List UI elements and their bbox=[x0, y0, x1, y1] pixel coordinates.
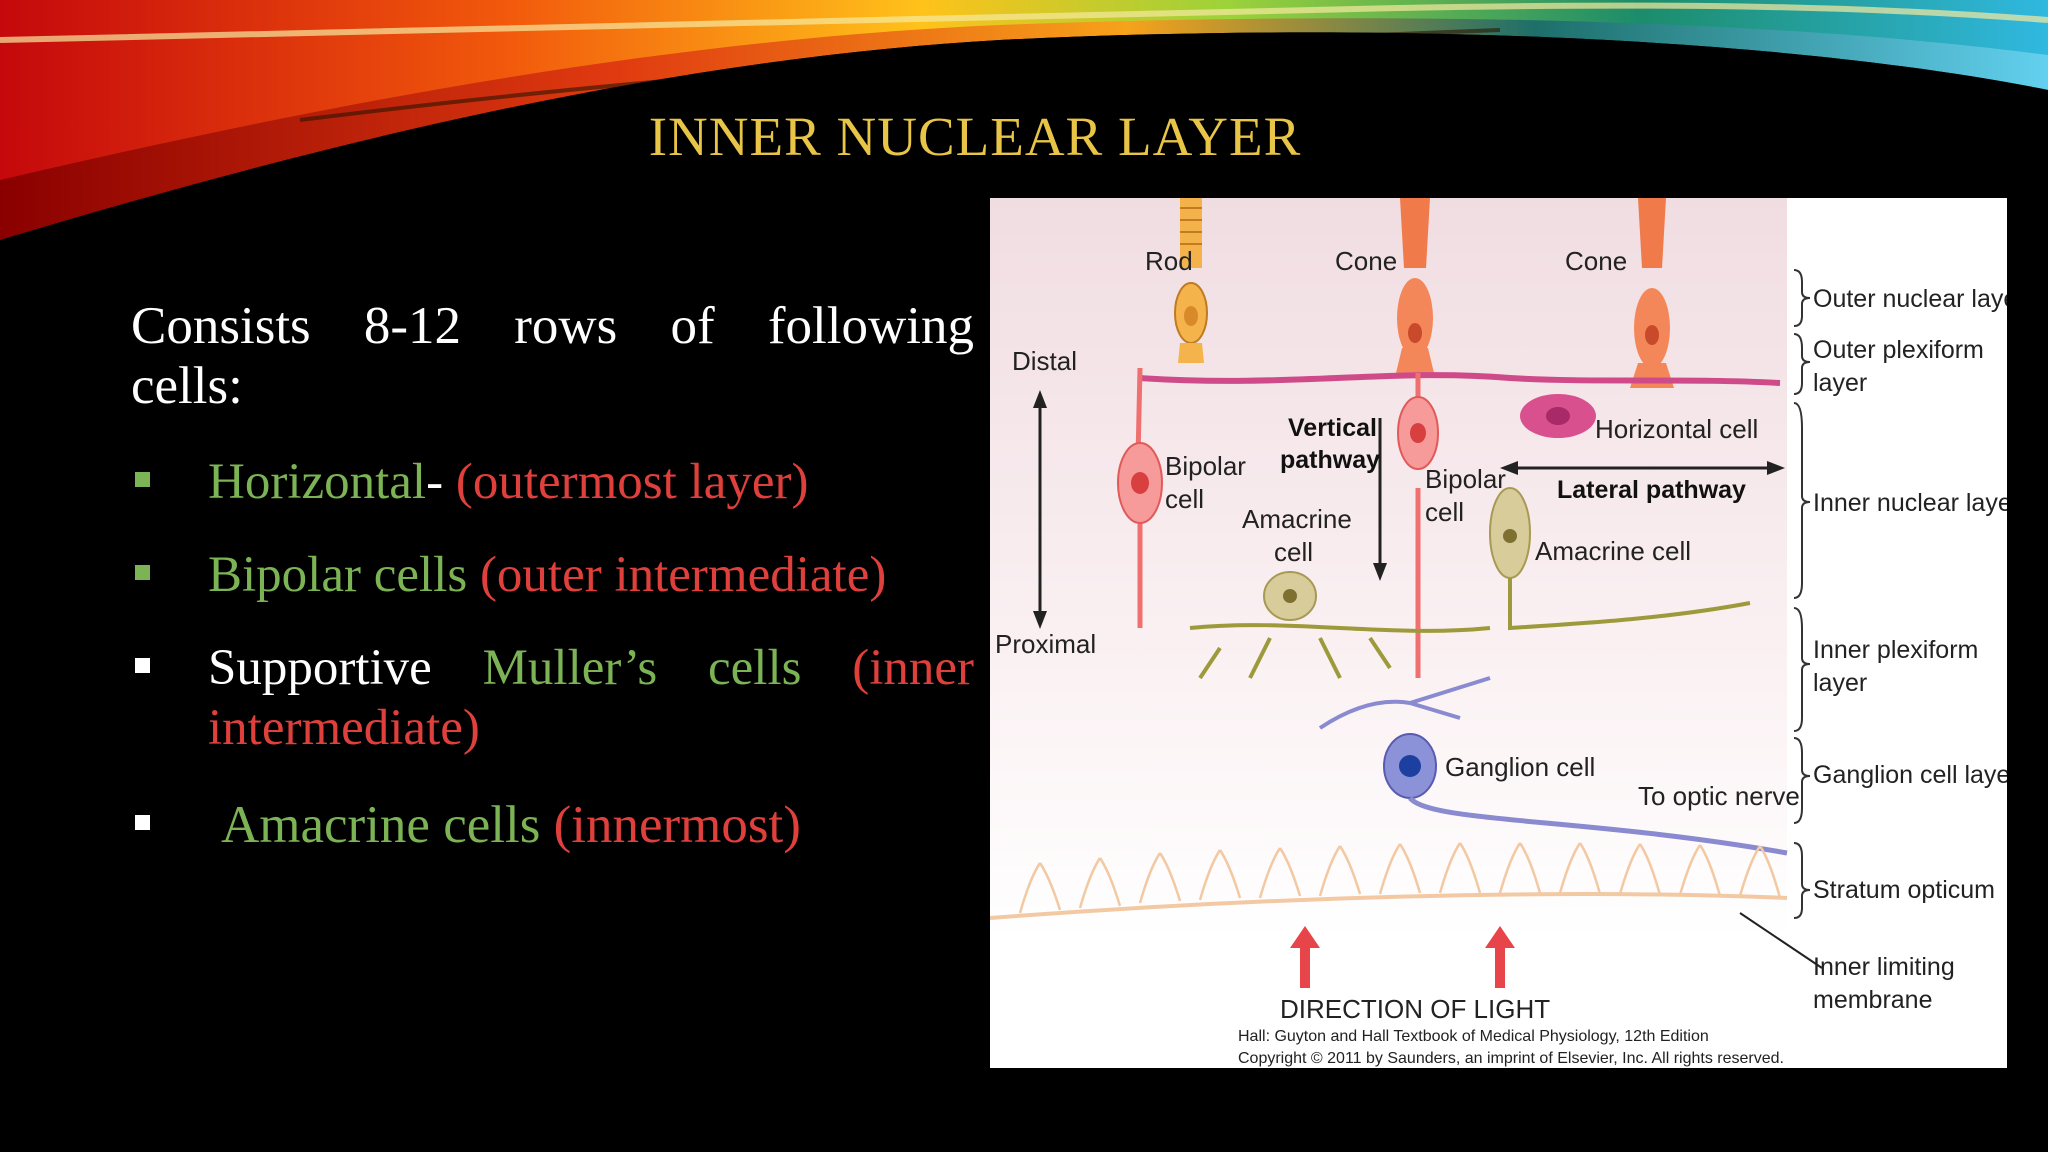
slide-title: INNER NUCLEAR LAYER bbox=[648, 106, 1302, 167]
bullet-name: Bipolar cells bbox=[208, 547, 468, 603]
bullet-detail: (innermost) bbox=[540, 796, 801, 854]
bullet-detail: (outer intermediate) bbox=[467, 547, 887, 603]
layer-stratum-opticum: Stratum opticum bbox=[1813, 876, 1995, 904]
intro-text: Consists 8-12 rows of following cells: bbox=[131, 296, 974, 416]
layer-inner-limiting-1: Inner limiting bbox=[1813, 953, 1955, 981]
label-lateral-pathway: Lateral pathway bbox=[1557, 476, 1746, 504]
label-cone-2: Cone bbox=[1565, 246, 1627, 276]
label-rod: Rod bbox=[1145, 246, 1193, 276]
label-bipolar-mid-1: Bipolar bbox=[1425, 464, 1506, 494]
ganglion-cell bbox=[1318, 676, 1788, 856]
bipolar-cell-left bbox=[1117, 367, 1163, 628]
label-optic-nerve: To optic nerve bbox=[1638, 781, 1800, 811]
bullet-name: Muller’s cells bbox=[482, 640, 802, 696]
label-cone-1: Cone bbox=[1335, 246, 1397, 276]
layer-inner-limiting-2: membrane bbox=[1813, 986, 1933, 1014]
label-credit-1: Hall: Guyton and Hall Textbook of Medica… bbox=[1238, 1028, 1709, 1045]
bullet-detail-2: intermediate) bbox=[208, 700, 480, 756]
label-credit-2: Copyright © 2011 by Saunders, an imprint… bbox=[1238, 1050, 1784, 1067]
bipolar-cell-middle bbox=[1397, 373, 1439, 678]
layer-inner-plexiform-2: layer bbox=[1813, 669, 1867, 697]
label-horizontal-cell: Horizontal cell bbox=[1595, 414, 1758, 444]
rod-cell bbox=[1174, 198, 1208, 363]
distal-proximal-arrow bbox=[1033, 390, 1047, 629]
label-bipolar-mid-2: cell bbox=[1425, 497, 1464, 527]
layer-inner-nuclear: Inner nuclear layer bbox=[1813, 489, 2007, 517]
bullet-amacrine: Amacrine cells (innermost) bbox=[131, 795, 974, 855]
square-bullet-icon bbox=[135, 658, 150, 673]
label-direction-of-light: DIRECTION OF LIGHT bbox=[1280, 994, 1550, 1024]
inner-limiting-pointer bbox=[1739, 912, 1823, 969]
label-vertical-2: pathway bbox=[1280, 446, 1380, 474]
bullet-muller: Supportive Muller’s cells (inner interme… bbox=[131, 638, 974, 758]
label-amacrine-left-1: Amacrine bbox=[1242, 504, 1352, 534]
label-bipolar-left-2: cell bbox=[1165, 484, 1204, 514]
cone-cell-1 bbox=[1396, 198, 1434, 373]
retina-diagram-svg: Rod Cone Cone Distal Proximal Bipolar ce… bbox=[990, 198, 2007, 1067]
label-proximal: Proximal bbox=[995, 629, 1096, 659]
horizontal-cell bbox=[1139, 372, 1781, 438]
cone-cell-2 bbox=[1630, 198, 1674, 388]
bullet-bipolar: Bipolar cells (outer intermediate) bbox=[131, 545, 974, 605]
bullet-name: Amacrine cells bbox=[221, 796, 541, 854]
light-arrow-left bbox=[1290, 926, 1320, 988]
amacrine-cell-right bbox=[1489, 487, 1751, 631]
label-amacrine-right: Amacrine cell bbox=[1535, 536, 1691, 566]
bullet-name: Horizontal bbox=[208, 454, 427, 510]
label-amacrine-left-2: cell bbox=[1274, 537, 1313, 567]
bullet-sep: - bbox=[426, 454, 444, 510]
bullet-horizontal: Horizontal- (outermost layer) bbox=[131, 452, 974, 512]
square-bullet-icon bbox=[135, 565, 150, 580]
layer-outer-plexiform-2: layer bbox=[1813, 369, 1867, 397]
layer-braces bbox=[1793, 269, 1811, 919]
lateral-pathway-arrow bbox=[1500, 461, 1785, 475]
layer-outer-nuclear: Outer nuclear layer bbox=[1813, 285, 2007, 313]
retina-diagram: Rod Cone Cone Distal Proximal Bipolar ce… bbox=[990, 198, 2007, 1068]
amacrine-cell-left bbox=[1189, 571, 1491, 680]
layer-outer-plexiform-1: Outer plexiform bbox=[1813, 336, 1984, 364]
vertical-pathway-arrow bbox=[1373, 418, 1387, 581]
layer-inner-plexiform-1: Inner plexiform bbox=[1813, 636, 1978, 664]
label-bipolar-left-1: Bipolar bbox=[1165, 451, 1246, 481]
stratum-opticum-arcs bbox=[1018, 842, 1782, 914]
intro-line-1: Consists 8-12 rows of following bbox=[131, 297, 974, 355]
layer-ganglion-cell: Ganglion cell layer bbox=[1813, 761, 2007, 789]
label-ganglion-cell: Ganglion cell bbox=[1445, 752, 1595, 782]
square-bullet-icon bbox=[135, 472, 150, 487]
intro-line-2: cells: bbox=[131, 357, 243, 415]
bullet-detail-1: (inner bbox=[801, 640, 974, 696]
light-arrow-right bbox=[1485, 926, 1515, 988]
bullet-prefix: Supportive bbox=[208, 640, 483, 696]
decorative-swoosh-banner bbox=[0, 0, 2048, 260]
label-vertical-1: Vertical bbox=[1288, 414, 1377, 442]
bullet-detail: (outermost layer) bbox=[443, 454, 809, 510]
label-distal: Distal bbox=[1012, 346, 1077, 376]
square-bullet-icon bbox=[135, 815, 150, 830]
